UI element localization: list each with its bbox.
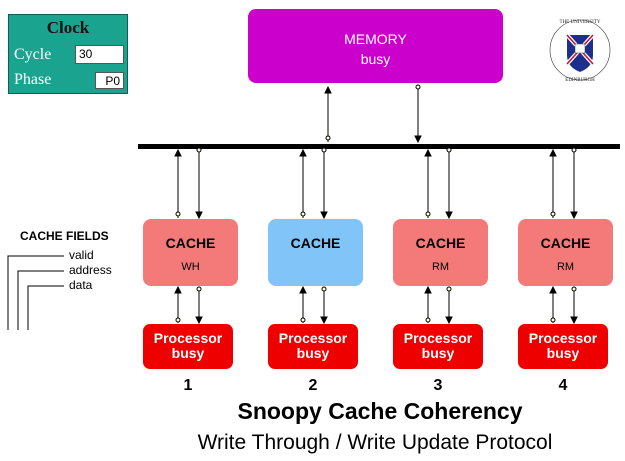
cache-label: CACHE (540, 235, 591, 251)
processor-number-1: 1 (183, 377, 193, 394)
processor-number-2: 2 (308, 377, 318, 394)
clock-title: Clock (46, 18, 90, 37)
cache-field-valid: valid (69, 248, 94, 262)
clock-panel: Clock Cycle 30 Phase P0 (8, 14, 128, 94)
cache-fields-title: CACHE FIELDS (20, 229, 109, 243)
memory-block: MEMORY busy (248, 9, 503, 83)
phase-label: Phase (14, 71, 52, 88)
processor-number-3: 3 (433, 377, 443, 394)
cache-field-address: address (69, 263, 112, 277)
processor-2[interactable]: Processor busy (268, 324, 358, 369)
processor-3[interactable]: Processor busy (393, 324, 483, 369)
processor-status: busy (421, 345, 455, 361)
diagram-title: Snoopy Cache Coherency (237, 398, 523, 424)
processor-status: busy (296, 345, 330, 361)
cache-4[interactable]: CACHE RM (518, 219, 613, 286)
processor-4[interactable]: Processor busy (518, 324, 608, 369)
memory-title: MEMORY (344, 31, 407, 47)
cache-label: CACHE (415, 235, 466, 251)
cache-state: RM (556, 261, 575, 273)
cache-state: RM (431, 261, 450, 273)
cache-1[interactable]: CACHE WH (143, 219, 238, 286)
cache-label: CACHE (165, 235, 216, 251)
processor-1[interactable]: Processor busy (143, 324, 233, 369)
cache-3[interactable]: CACHE RM (393, 219, 488, 286)
memory-status: busy (360, 51, 391, 67)
processor-status: busy (546, 345, 580, 361)
processor-number-4: 4 (558, 377, 568, 394)
cycle-value: 30 (75, 45, 124, 64)
cache-field-data: data (69, 278, 93, 292)
cache-state: WH (181, 261, 200, 273)
diagram-subtitle: Write Through / Write Update Protocol (197, 431, 553, 454)
processor-status: busy (171, 345, 205, 361)
cycle-label: Cycle (14, 46, 52, 63)
processor-label: Processor (153, 330, 223, 346)
processor-label: Processor (528, 330, 598, 346)
svg-text:EDINBURGH: EDINBURGH (565, 78, 595, 83)
system-bus (138, 144, 620, 149)
university-crest-icon: THE UNIVERSITY EDINBURGH (549, 19, 611, 83)
phase-value: P0 (95, 72, 124, 89)
processor-label: Processor (278, 330, 348, 346)
processor-label: Processor (403, 330, 473, 346)
svg-text:THE UNIVERSITY: THE UNIVERSITY (560, 20, 601, 25)
cache-2[interactable]: CACHE (268, 219, 363, 286)
cache-label: CACHE (290, 235, 341, 251)
